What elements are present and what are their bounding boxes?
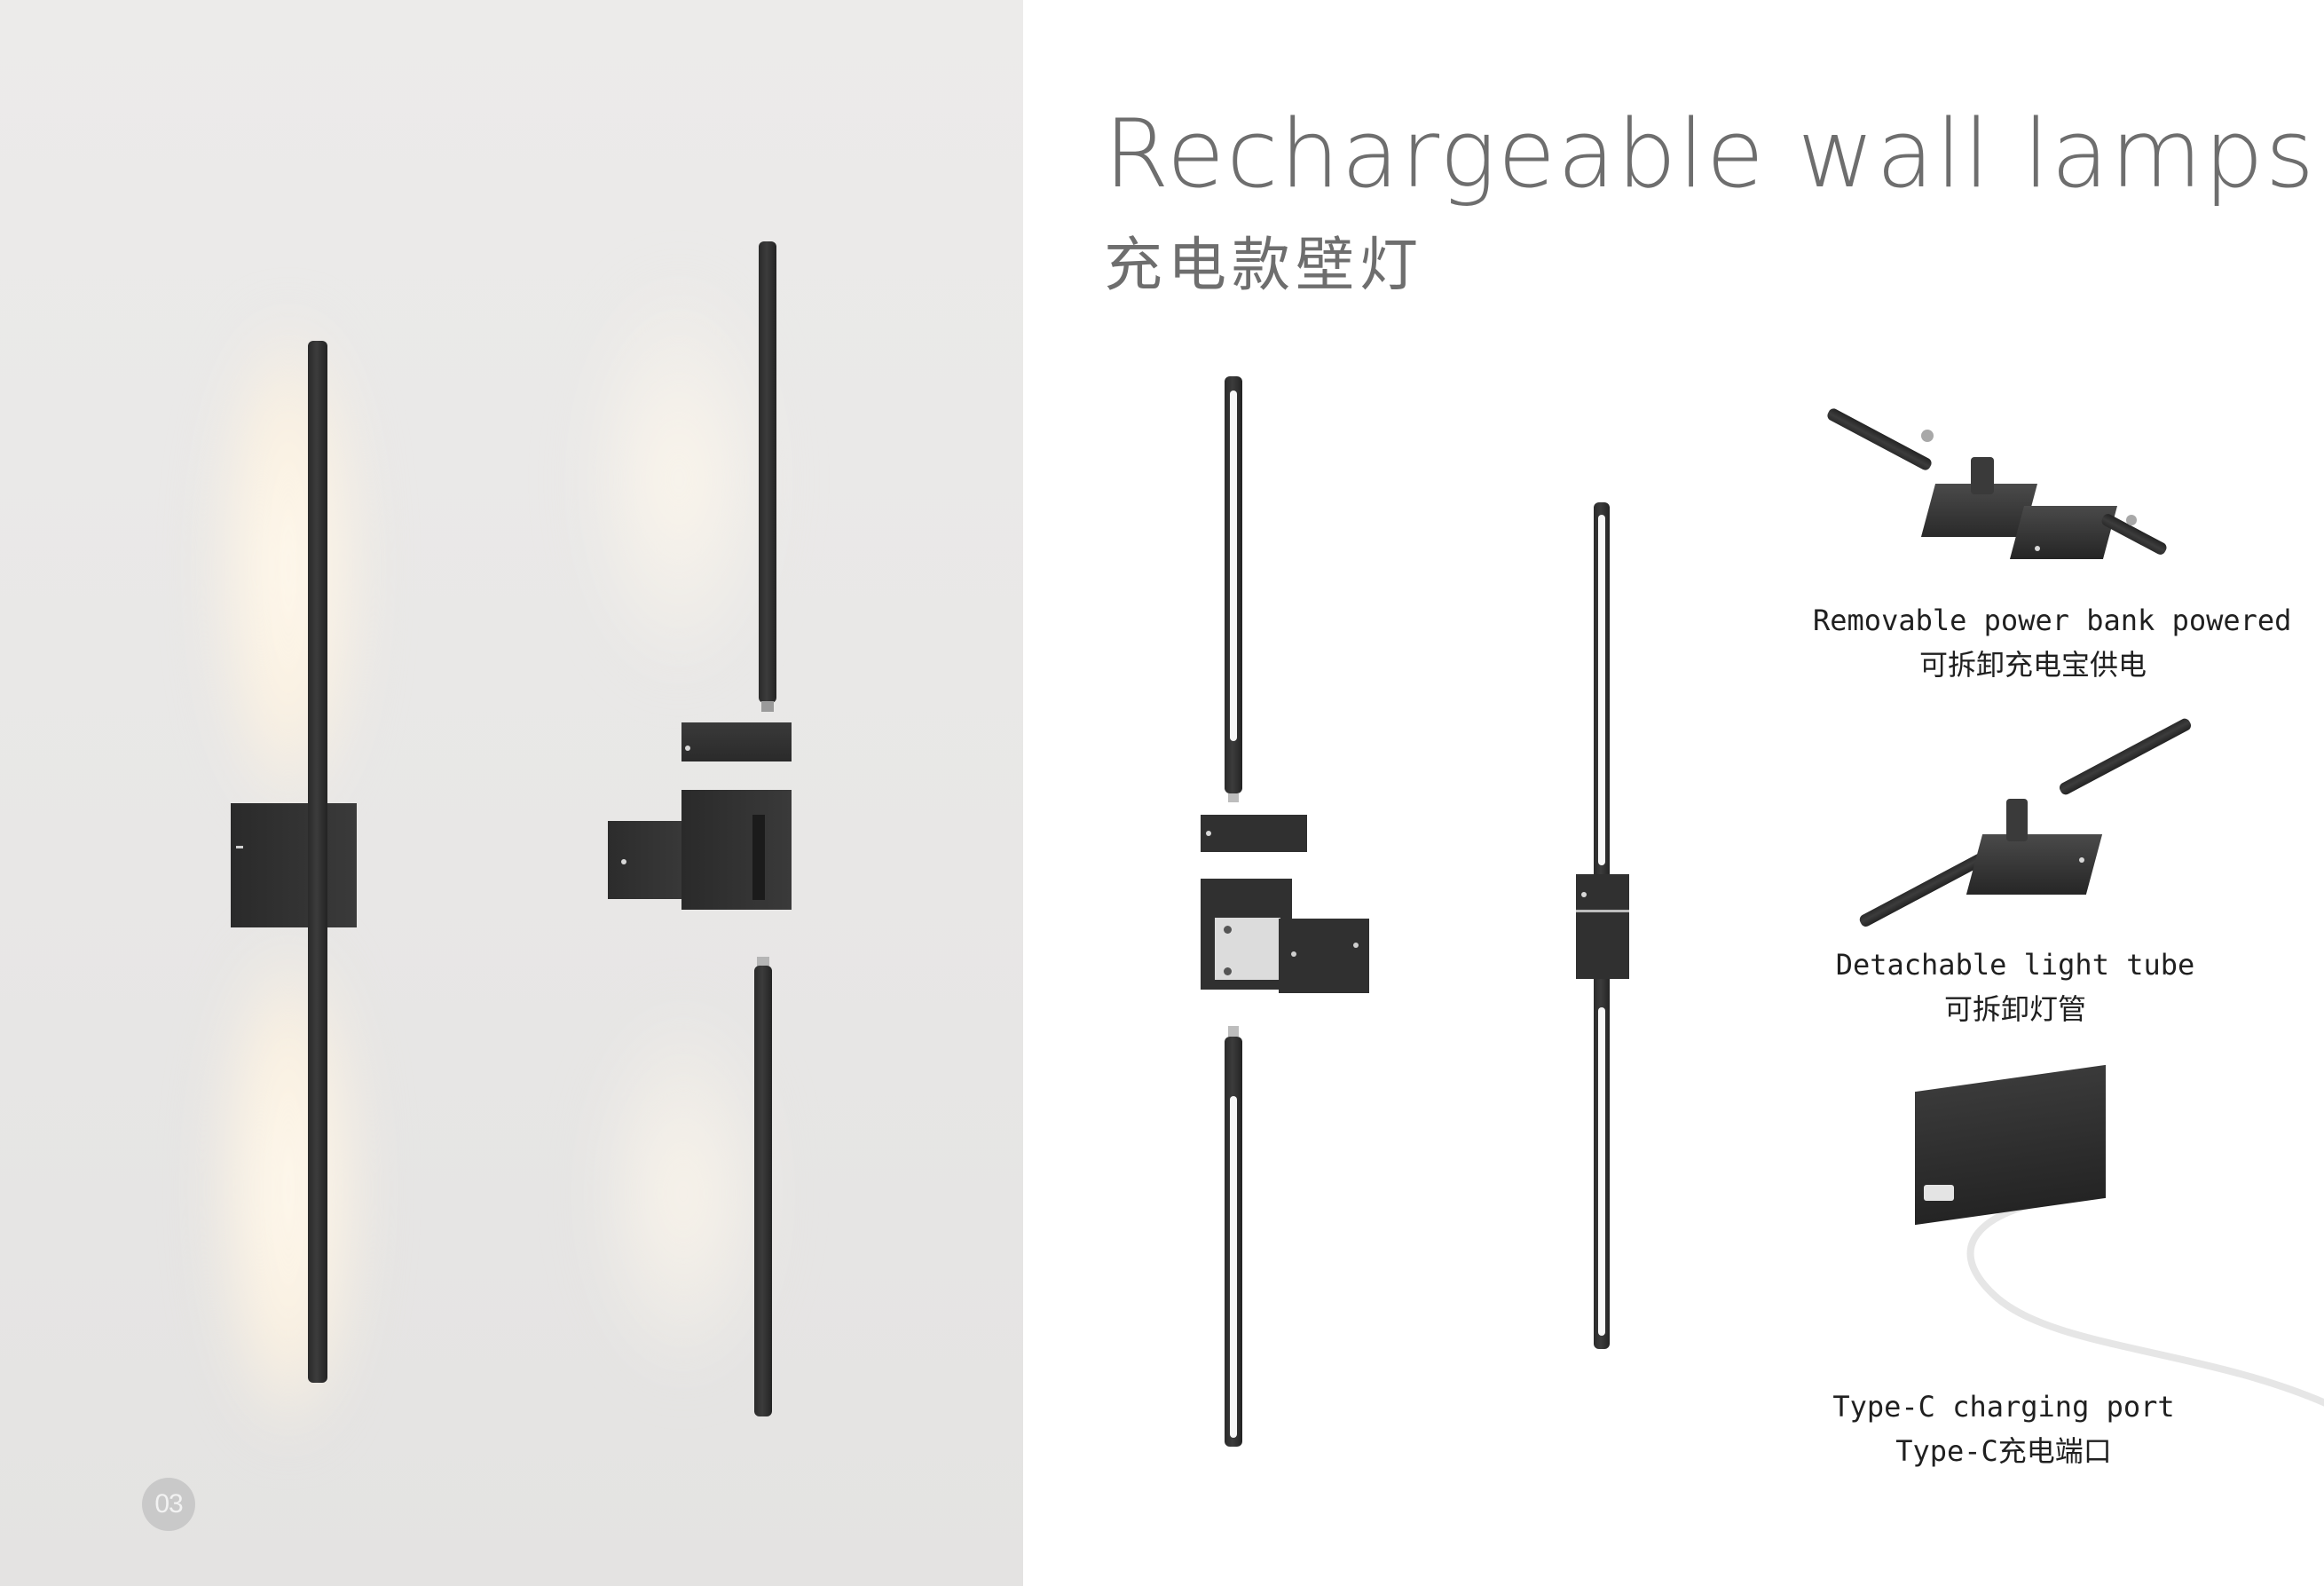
diagram-tube-lower-light [1230,1096,1237,1438]
page-title: Rechargeable wall lamps [1104,99,2317,209]
exploded-power-bank-port [685,746,690,751]
page-subtitle: 充电款壁灯 [1104,231,1423,299]
diagram-tube-upper-light [1230,391,1237,741]
detail1-mount-pin [1971,457,1994,494]
lamp-light-tube [308,341,327,1383]
exploded-tube-upper-connector [761,701,774,712]
assembled-tube-light-upper [1598,515,1605,865]
photo-panel: 03 [0,0,1023,1586]
exploded-tube-lower [754,966,772,1416]
exploded-housing [681,790,792,910]
feature-caption-light-tube-en: Detachable light tube [1835,948,2195,982]
exploded-tube-upper [759,241,776,703]
detail2-mount-pin [2006,799,2028,841]
exploded-tube-lower-connector [757,957,769,967]
feature-caption-light-tube: Detachable light tube 可拆卸灯管 [1813,943,2218,1031]
lamp-glow-lower [217,941,359,1438]
detail1-tube-left [1825,406,1934,472]
exploded-glow-upper [577,266,781,692]
detail1-power-bank [2009,506,2118,559]
feature-caption-type-c-cn: Type-C充电端口 [1895,1434,2112,1468]
detail1-tube-left-tip [1921,430,1934,442]
content-panel: Rechargeable wall lamps 充电款壁灯 Removable … [1023,0,2324,1586]
detail2-mount-block [1966,834,2103,895]
detail2-tube-upper [2057,716,2194,797]
exploded-glow-lower [586,994,781,1393]
feature-caption-type-c-en: Type-C charging port [1832,1390,2175,1424]
feature-caption-power-bank-cn: 可拆卸充电宝供电 [1918,648,2147,682]
diagram-power-bank [1201,815,1307,852]
diagram-tube-lower-connector [1228,1026,1239,1037]
exploded-back-plate-dot [621,859,626,864]
detail3-type-c-plug [1924,1185,1954,1201]
exploded-housing-slot [752,815,765,900]
feature-caption-type-c: Type-C charging port Type-C充电端口 [1795,1385,2212,1473]
detail2-mount-dot [2079,857,2084,863]
assembled-tube-light-lower [1598,1007,1605,1336]
assembled-mount [1576,874,1629,979]
diagram-tube-upper-connector [1228,793,1239,802]
lamp-glow-upper [217,320,359,817]
diagram-back-plate-dot-2 [1353,943,1359,948]
diagram-housing-screw-2 [1224,967,1232,975]
diagram-housing-screw-1 [1224,926,1232,934]
detail1-power-bank-dot [2035,546,2040,551]
page-number-badge: 03 [142,1478,195,1531]
exploded-power-bank [681,722,792,761]
charging-cable-path [1966,1195,2324,1407]
lamp-mount-plate [231,803,357,927]
assembled-mount-dot [1581,892,1587,897]
feature-caption-power-bank: Removable power bank powered 可拆卸充电宝供电 [1813,598,2292,687]
detail3-power-bank [1915,1064,2106,1226]
diagram-back-plate-dot-1 [1291,951,1296,957]
detail1-tube-right-tip [2126,515,2137,525]
assembled-mount-seam [1576,910,1629,912]
diagram-power-bank-dot [1206,831,1211,836]
feature-caption-power-bank-en: Removable power bank powered [1813,604,2292,637]
lamp-indicator-dot [236,846,243,848]
detail3-charging-cable [1966,1195,2324,1407]
feature-caption-light-tube-cn: 可拆卸灯管 [1943,992,2086,1026]
